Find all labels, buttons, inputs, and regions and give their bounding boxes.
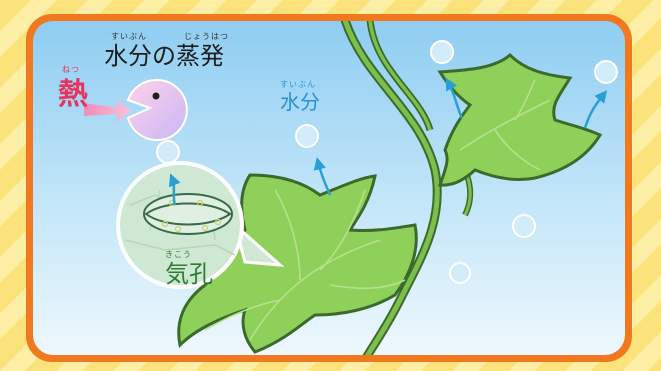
upper-leaf-veins <box>459 79 551 171</box>
vine-stem <box>342 21 440 355</box>
upper-leaf <box>437 52 603 187</box>
big-leaf <box>177 173 418 354</box>
stoma-opening <box>144 202 232 226</box>
title-ruby-jouhatsu: じょうはつ <box>184 32 229 41</box>
stoma-guard-cells <box>143 193 233 235</box>
heat-label: 熱 <box>58 77 88 112</box>
diagram-title: 水分の蒸発 <box>104 42 224 70</box>
vine-stem-2 <box>368 21 432 131</box>
evaporation-arrow <box>168 173 181 206</box>
big-leaf-veins <box>204 189 406 341</box>
heat-ruby: ねつ <box>62 65 80 74</box>
evaporation-arrow <box>445 77 464 119</box>
evaporation-arrow <box>313 157 332 196</box>
stoma-label: 気孔 <box>165 260 213 288</box>
title-ruby-suibun: すいぶん <box>111 32 147 41</box>
stoma-ruby: きこう <box>165 250 192 259</box>
evaporation-mouth <box>126 78 188 141</box>
water-bubble <box>430 40 454 64</box>
water-bubble <box>295 124 319 148</box>
water-ruby: すいぶん <box>280 80 316 89</box>
heat-arrow <box>84 100 132 122</box>
evaporation-arrow <box>583 90 608 129</box>
water-bubble <box>156 140 180 164</box>
water-label: 水分 <box>280 90 320 114</box>
water-bubble <box>512 214 536 238</box>
water-bubble <box>449 262 471 284</box>
water-bubble <box>594 60 618 84</box>
mouth-eye <box>152 92 160 100</box>
